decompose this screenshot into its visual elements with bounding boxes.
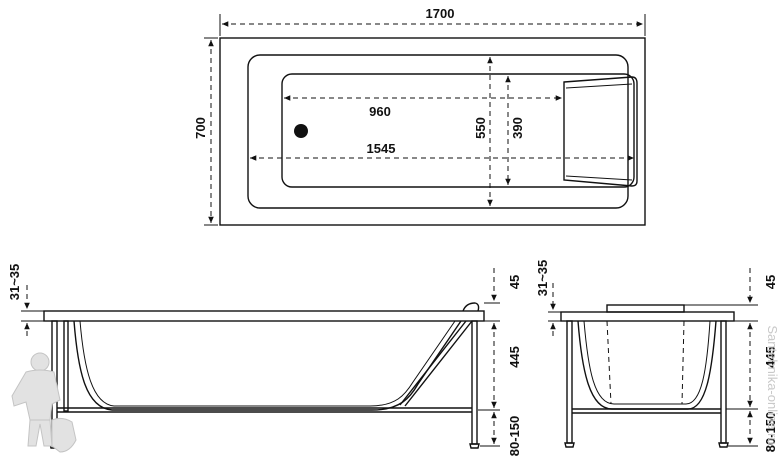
dim-overall-width: 700 bbox=[193, 117, 208, 139]
dim-overall-length: 1700 bbox=[426, 6, 455, 21]
end-dim-rim-offset: 45 bbox=[763, 275, 778, 289]
tub-basin bbox=[281, 73, 635, 188]
side-dim-leg-height: 80-150 bbox=[507, 416, 522, 456]
side-dim-rim-offset: 45 bbox=[507, 275, 522, 289]
watermark: Santehnika-online.ru bbox=[11, 325, 780, 453]
end-dim-rim-thickness: 31~35 bbox=[535, 260, 550, 297]
end-dim-leg-height: 80-150 bbox=[763, 412, 778, 452]
dim-inner-length: 960 bbox=[369, 104, 391, 119]
side-dim-rim-thickness: 31~35 bbox=[7, 264, 22, 301]
end-view: 31~35 45 445 80-150 bbox=[535, 260, 778, 453]
end-rim bbox=[560, 311, 735, 322]
side-view: 31~35 45 445 80-150 bbox=[7, 264, 522, 457]
drain-hole bbox=[294, 124, 308, 138]
end-legs bbox=[564, 320, 729, 448]
dim-bottom-width: 390 bbox=[510, 117, 525, 139]
side-rim bbox=[43, 310, 485, 322]
top-view: 1700 700 960 1545 550 390 bbox=[193, 6, 646, 226]
end-dim-depth: 445 bbox=[763, 346, 778, 368]
end-tub-body bbox=[577, 320, 717, 410]
watermark-text: Santehnika-online.ru bbox=[765, 325, 780, 444]
headrest-icon bbox=[563, 76, 638, 187]
end-headrest bbox=[606, 304, 685, 313]
dim-bottom-length: 1545 bbox=[367, 141, 396, 156]
side-dim-depth: 445 bbox=[507, 346, 522, 368]
side-tub-body bbox=[73, 320, 462, 411]
tub-rim-inner bbox=[247, 54, 629, 209]
dim-inner-width: 550 bbox=[473, 117, 488, 139]
tub-outline bbox=[219, 37, 646, 226]
side-legs bbox=[49, 320, 480, 449]
plumber-mascot-icon bbox=[11, 352, 77, 453]
